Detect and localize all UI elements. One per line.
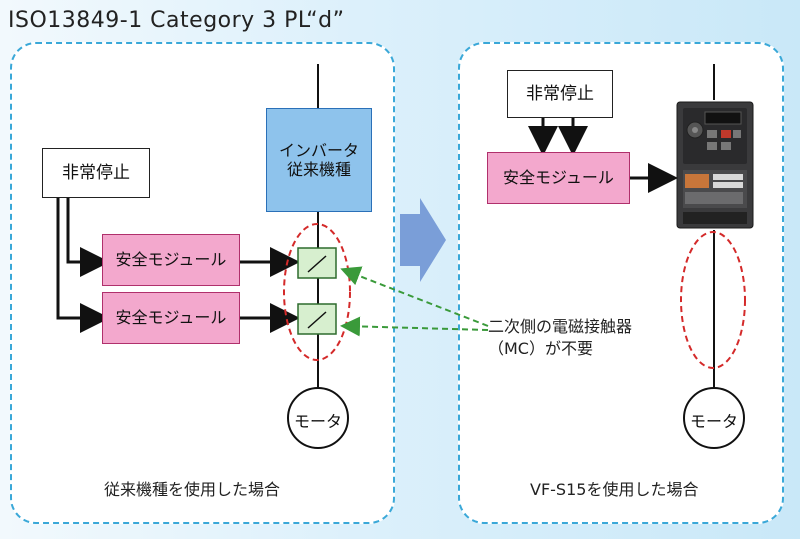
estop-to-safety-2-wire	[56, 197, 110, 333]
transition-arrow	[400, 198, 446, 282]
inverter-label-line2: 従来機種	[286, 160, 351, 179]
left-motor-circle	[287, 387, 349, 449]
right-safety-module: 安全モジュール	[487, 152, 630, 204]
left-motor-label: モータ	[293, 412, 342, 431]
diagram-title: ISO13849-1 Category 3 PL“d”	[8, 8, 345, 33]
mc-not-required-note: 二次側の電磁接触器 （MC）が不要	[488, 316, 632, 359]
right-caption: VF-S15を使用した場合	[530, 480, 699, 499]
note-arrow-1	[340, 266, 489, 327]
right-highlight-ellipse	[680, 231, 746, 369]
left-estop-box: 非常停止	[42, 148, 150, 198]
left-inverter-box: インバータ 従来機種	[266, 108, 372, 212]
left-caption: 従来機種を使用した場合	[104, 480, 281, 499]
left-highlight-ellipse	[283, 223, 351, 361]
note-arrow-2	[340, 316, 489, 337]
vf-s15-drive-image	[676, 101, 754, 229]
right-estop-box: 非常停止	[507, 70, 613, 118]
estop-to-safety-1-wire	[66, 197, 110, 277]
left-safety-module-2: 安全モジュール	[102, 292, 240, 344]
left-safety-module-1: 安全モジュール	[102, 234, 240, 286]
right-motor-label: モータ	[689, 412, 738, 431]
contactor-1	[297, 247, 337, 279]
right-motor-circle	[683, 387, 745, 449]
note-line-2: （MC）が不要	[488, 338, 593, 358]
inverter-label-line1: インバータ	[278, 140, 359, 160]
note-line-1: 二次側の電磁接触器	[488, 317, 633, 336]
